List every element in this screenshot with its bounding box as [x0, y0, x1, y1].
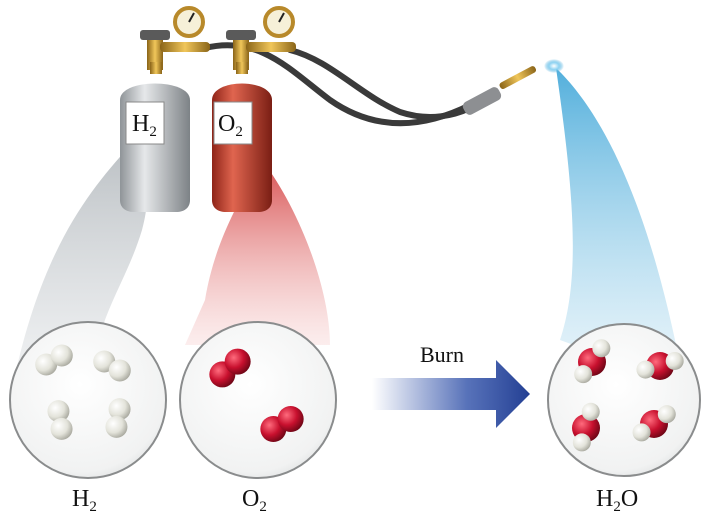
hydrogen-atom — [105, 415, 128, 438]
regulators — [150, 42, 296, 74]
h2-zoom-cone — [12, 148, 147, 390]
hydrogen-atom — [50, 344, 73, 367]
oxygen-atom — [224, 348, 251, 375]
h2-label-subscript: 2 — [89, 499, 97, 515]
h2-tank: H2 — [120, 30, 190, 212]
hydrogen-atom — [632, 423, 651, 442]
o2-label-subscript: 2 — [259, 499, 267, 515]
svg-text:O2: O2 — [218, 111, 243, 140]
oxygen-atom — [277, 406, 304, 432]
hydrogen-atom — [592, 339, 611, 358]
svg-text:O2: O2 — [242, 486, 267, 515]
o2-molecule-circle — [179, 321, 337, 479]
hydrogen-atom — [665, 351, 684, 370]
h2o-label: H — [596, 486, 613, 512]
o2-label: O — [242, 486, 259, 512]
hydrogen-atom — [572, 433, 591, 452]
h2o-molecules — [572, 339, 684, 452]
h2-tank-label: H — [132, 111, 149, 137]
o2-tank-subscript: 2 — [235, 124, 243, 140]
o2-zoom-cone — [185, 160, 330, 345]
h2o-molecule-circle — [547, 323, 701, 477]
hydrogen-atom — [636, 360, 655, 379]
hydrogen-atom — [108, 398, 131, 421]
burn-label: Burn — [420, 342, 464, 367]
torch-icon — [462, 59, 564, 115]
hydrogen-atom — [581, 402, 600, 421]
svg-text:H2: H2 — [72, 486, 97, 515]
h2-label: H — [72, 486, 89, 512]
hydrogen-atom — [657, 405, 676, 424]
svg-text:H2: H2 — [132, 111, 157, 140]
o2-tank: O2 — [212, 30, 272, 212]
o2-molecules — [209, 348, 304, 442]
hydrogen-atom — [47, 400, 70, 423]
o2-tank-label: O — [218, 111, 235, 137]
h2-molecule-circle — [9, 321, 167, 479]
hydrogen-atom — [108, 359, 131, 382]
h2-molecules — [35, 344, 131, 440]
h2-tank-subscript: 2 — [149, 124, 157, 140]
h2o-label-suffix: O — [621, 486, 638, 512]
hydrogen-atom — [50, 417, 73, 440]
burn-arrow: Burn — [372, 342, 530, 428]
h2o-zoom-cone — [556, 68, 684, 385]
pressure-gauge-icon — [173, 6, 295, 38]
h2o-label-subscript: 2 — [613, 499, 621, 515]
svg-text:H2O: H2O — [596, 486, 638, 515]
hydrogen-atom — [574, 365, 593, 384]
